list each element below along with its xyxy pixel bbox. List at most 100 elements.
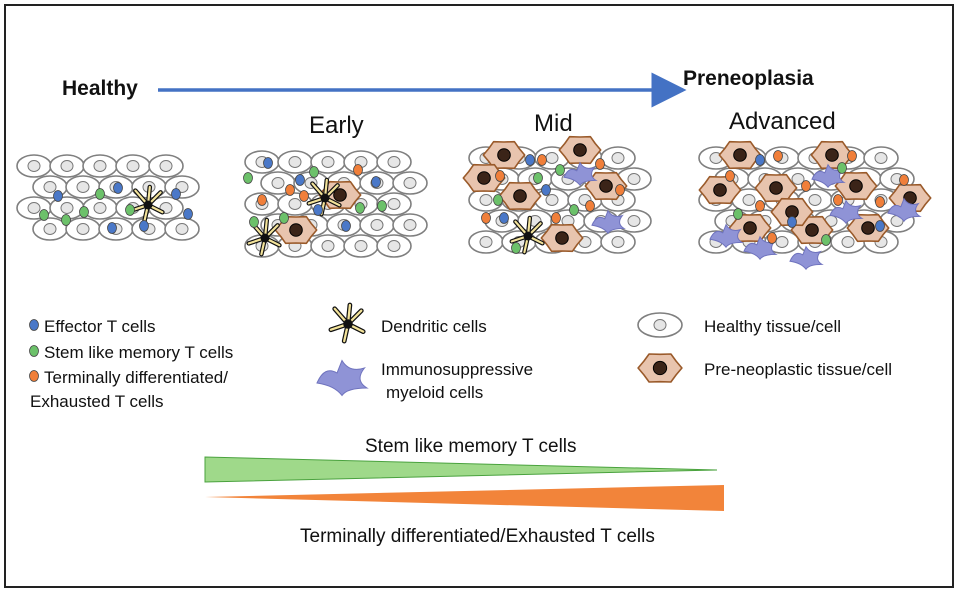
- stem-memory-t-cell: [355, 202, 365, 214]
- myeloid-cell: [789, 245, 824, 271]
- healthy-cell: [310, 234, 346, 258]
- stem-memory-t-cell: [125, 204, 135, 216]
- tissue-healthy: [16, 154, 200, 241]
- stem-memory-wedge: [204, 456, 718, 483]
- preneoplastic-cell: [698, 175, 742, 205]
- healthy-cell: [32, 217, 68, 241]
- terminal-t-cell: [353, 164, 363, 176]
- effector-t-cell: [113, 182, 123, 194]
- legend-terminal-label-2: Exhausted T cells: [30, 392, 164, 411]
- terminal-t-cell: [481, 212, 491, 224]
- stem-memory-t-cell: [555, 164, 565, 176]
- healthy-cell: [534, 188, 570, 212]
- effector-t-cell: [313, 204, 323, 216]
- terminal-t-cell: [847, 150, 857, 162]
- legend-healthy-label: Healthy tissue/cell: [704, 317, 842, 336]
- tissue-mid: [462, 135, 652, 255]
- myeloid-cell: [709, 223, 744, 249]
- healthy-cell: [392, 213, 428, 237]
- preneoplastic-cell: [637, 353, 683, 383]
- terminal-t-cell: [875, 196, 885, 208]
- terminal-t-cell: [285, 184, 295, 196]
- effector-t-cell: [263, 157, 273, 169]
- healthy-cell: [164, 175, 200, 199]
- healthy-cell: [82, 196, 118, 220]
- healthy-cell: [65, 175, 101, 199]
- myeloid-cell: [887, 197, 922, 223]
- stem-memory-t-cell: [511, 242, 521, 254]
- healthy-cell: [131, 217, 167, 241]
- stem-memory-t-cell: [821, 234, 831, 246]
- healthy-cell: [376, 150, 412, 174]
- healthy-cell: [376, 234, 412, 258]
- healthy-cell: [616, 209, 652, 233]
- stem-memory-t-cell: [533, 172, 543, 184]
- myeloid-cell: [591, 209, 626, 235]
- legend-stem-icon: [29, 345, 39, 357]
- preneoplastic-cell: [888, 183, 932, 213]
- preneoplastic-cell: [498, 181, 542, 211]
- legend-stem-label: Stem like memory T cells: [44, 343, 234, 362]
- tissue-advanced: [698, 140, 932, 271]
- healthy-cell: [65, 217, 101, 241]
- legend-terminal-label-1: Terminally differentiated/: [44, 368, 228, 387]
- healthy-title: Healthy: [62, 77, 138, 100]
- myeloid-cell: [563, 161, 598, 187]
- healthy-cell: [82, 154, 118, 178]
- healthy-cell: [600, 146, 636, 170]
- terminal-t-cell: [299, 190, 309, 202]
- legend-terminal-icon: [29, 370, 39, 382]
- effector-t-cell: [525, 154, 535, 166]
- effector-t-cell: [183, 208, 193, 220]
- effector-t-cell: [53, 190, 63, 202]
- healthy-cell: [16, 154, 52, 178]
- terminal-t-cell: [585, 200, 595, 212]
- dendritic-cell: [328, 302, 366, 344]
- terminal-exhausted-wedge: [205, 485, 724, 511]
- effector-t-cell: [875, 220, 885, 232]
- myeloid-cell: [743, 235, 778, 261]
- stage-early: Early: [309, 112, 364, 139]
- healthy-cell: [164, 217, 200, 241]
- terminal-t-cell: [257, 194, 267, 206]
- terminal-t-cell: [755, 200, 765, 212]
- healthy-cell: [115, 154, 151, 178]
- healthy-cell: [148, 154, 184, 178]
- dendritic-cell: [129, 184, 165, 224]
- gradient-stem-label: Stem like memory T cells: [365, 436, 577, 457]
- stem-memory-t-cell: [493, 194, 503, 206]
- effector-t-cell: [499, 212, 509, 224]
- legend-preneoplastic-label: Pre-neoplastic tissue/cell: [704, 360, 893, 379]
- tissue-early: [243, 150, 428, 258]
- terminal-t-cell: [537, 154, 547, 166]
- healthy-cell: [343, 234, 379, 258]
- legend-effector-icon: [29, 319, 39, 331]
- effector-t-cell: [755, 154, 765, 166]
- preneoplastic-cell: [810, 140, 854, 170]
- legend-icons: [29, 302, 683, 397]
- stem-memory-t-cell: [249, 216, 259, 228]
- stem-memory-t-cell: [79, 206, 89, 218]
- terminal-t-cell: [495, 170, 505, 182]
- preneoplastic-cell: [462, 163, 506, 193]
- effector-t-cell: [295, 174, 305, 186]
- healthy-cell: [468, 230, 504, 254]
- legend-effector-label: Effector T cells: [44, 317, 156, 336]
- terminal-t-cell: [725, 170, 735, 182]
- stem-memory-t-cell: [95, 188, 105, 200]
- dendritic-cell: [246, 217, 282, 257]
- terminal-t-cell: [767, 232, 777, 244]
- stem-memory-t-cell: [309, 166, 319, 178]
- terminal-t-cell: [801, 180, 811, 192]
- stem-memory-t-cell: [61, 214, 71, 226]
- terminal-t-cell: [833, 194, 843, 206]
- dendritic-cell: [509, 215, 545, 255]
- stem-memory-t-cell: [279, 212, 289, 224]
- myeloid-cell: [811, 163, 846, 189]
- preneoplastic-cell: [558, 135, 602, 165]
- healthy-cell: [392, 171, 428, 195]
- effector-t-cell: [341, 220, 351, 232]
- healthy-cell: [637, 312, 683, 338]
- myeloid-cell: [316, 359, 369, 397]
